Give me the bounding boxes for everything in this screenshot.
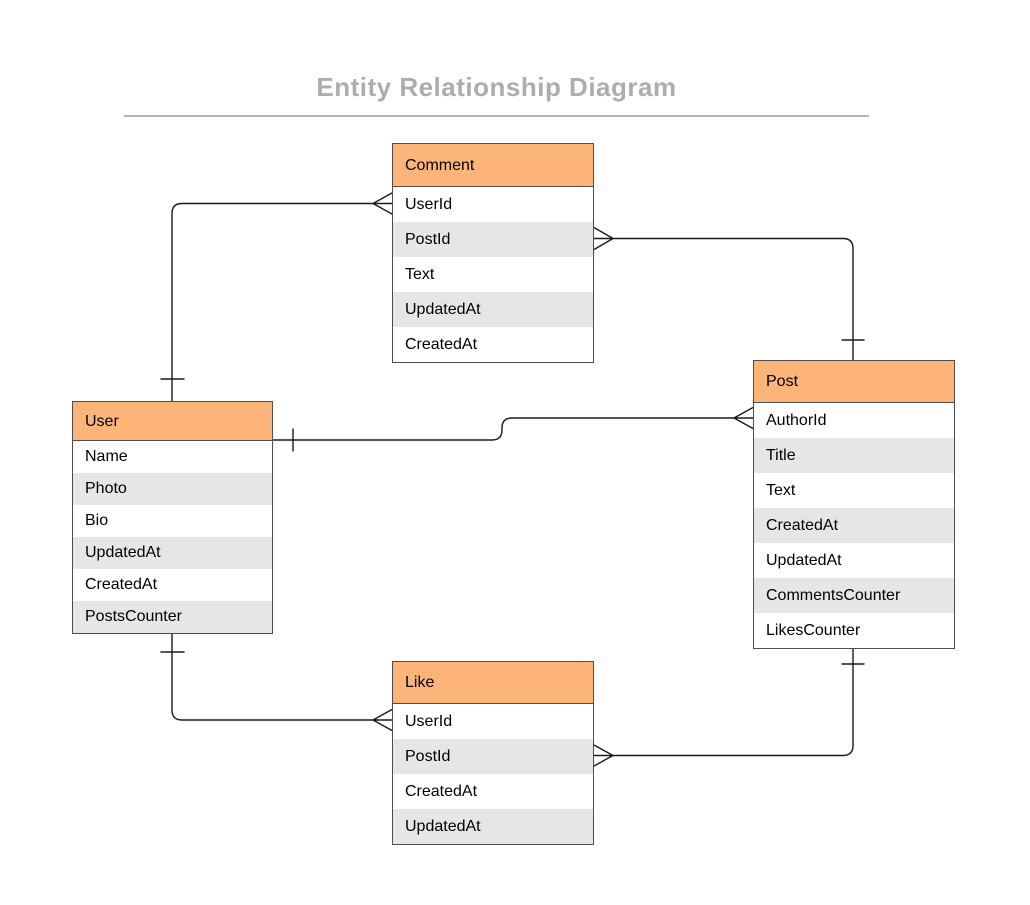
attribute-row-comment-userid[interactable]: UserId [393,187,593,222]
relationship-user-post[interactable] [272,406,754,452]
entity-title-post: Post [754,361,954,403]
crowfoot-many-marker [372,708,393,732]
attribute-row-post-title[interactable]: Title [754,438,954,473]
relationship-post-comment[interactable] [593,226,865,361]
attribute-row-comment-updatedat[interactable]: UpdatedAt [393,292,593,327]
crowfoot-many-marker [372,192,393,215]
attribute-row-user-name[interactable]: Name [73,441,272,473]
attribute-row-post-createdat[interactable]: CreatedAt [754,508,954,543]
entity-title-user: User [73,402,272,441]
attribute-row-post-commentscounter[interactable]: CommentsCounter [754,578,954,613]
entity-title-like: Like [393,662,593,704]
attribute-row-like-postid[interactable]: PostId [393,739,593,774]
attribute-row-user-postscounter[interactable]: PostsCounter [73,601,272,633]
diagram-title: Entity Relationship Diagram [316,72,677,102]
entity-title-comment: Comment [393,144,593,187]
relationship-post-like[interactable] [593,646,865,767]
relationship-line[interactable] [171,202,374,402]
attribute-row-user-createdat[interactable]: CreatedAt [73,569,272,601]
crowfoot-many-marker [593,744,614,767]
crowfoot-many-marker [593,226,614,251]
relationship-line[interactable] [612,646,854,757]
attribute-row-post-authorid[interactable]: AuthorId [754,403,954,438]
attribute-row-post-updatedat[interactable]: UpdatedAt [754,543,954,578]
attribute-row-like-userid[interactable]: UserId [393,704,593,739]
attribute-row-comment-text[interactable]: Text [393,257,593,292]
attribute-row-comment-createdat[interactable]: CreatedAt [393,327,593,362]
attribute-row-post-text[interactable]: Text [754,473,954,508]
attribute-row-user-photo[interactable]: Photo [73,473,272,505]
attribute-row-like-createdat[interactable]: CreatedAt [393,774,593,809]
title-divider [124,115,869,117]
relationship-user-like[interactable] [160,631,393,732]
attribute-row-post-likescounter[interactable]: LikesCounter [754,613,954,648]
attribute-row-user-bio[interactable]: Bio [73,505,272,537]
relationship-line[interactable] [272,417,735,441]
relationship-user-comment[interactable] [160,192,393,402]
attribute-row-like-updatedat[interactable]: UpdatedAt [393,809,593,844]
relationship-line[interactable] [612,237,854,361]
relationship-line[interactable] [171,631,374,721]
crowfoot-many-marker [733,406,754,430]
attribute-row-user-updatedat[interactable]: UpdatedAt [73,537,272,569]
attribute-row-comment-postid[interactable]: PostId [393,222,593,257]
